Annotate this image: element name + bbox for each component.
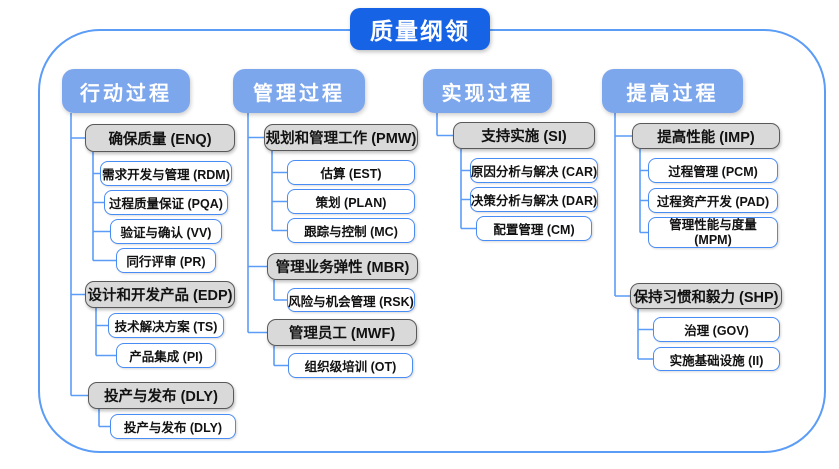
- leaf-pr: 同行评审 (PR): [116, 248, 216, 273]
- group-mwf: 管理员工 (MWF): [267, 319, 417, 346]
- leaf-gov: 治理 (GOV): [653, 317, 780, 342]
- group-enq: 确保质量 (ENQ): [85, 124, 235, 152]
- leaf-pi: 产品集成 (PI): [116, 343, 216, 368]
- leaf-ot: 组织级培训 (OT): [288, 353, 413, 378]
- column-header-management-process: 管理过程: [233, 69, 365, 113]
- leaf-mc: 跟踪与控制 (MC): [287, 218, 415, 243]
- leaf-plan: 策划 (PLAN): [287, 189, 415, 214]
- column-header-improvement-process: 提高过程: [602, 69, 743, 113]
- leaf-car: 原因分析与解决 (CAR): [470, 158, 598, 183]
- leaf-cm: 配置管理 (CM): [476, 216, 592, 241]
- group-mbr: 管理业务弹性 (MBR): [267, 253, 418, 280]
- leaf-pad: 过程资产开发 (PAD): [648, 188, 778, 213]
- leaf-rdm: 需求开发与管理 (RDM): [100, 161, 232, 186]
- group-si: 支持实施 (SI): [453, 122, 595, 149]
- group-pmw: 规划和管理工作 (PMW): [264, 124, 418, 151]
- group-edp: 设计和开发产品 (EDP): [85, 281, 235, 308]
- group-imp: 提高性能 (IMP): [632, 123, 780, 149]
- leaf-dar: 决策分析与解决 (DAR): [470, 187, 598, 212]
- column-header-action-process: 行动过程: [62, 69, 190, 113]
- leaf-vv: 验证与确认 (VV): [110, 219, 222, 244]
- leaf-pqa: 过程质量保证 (PQA): [104, 190, 228, 215]
- leaf-dly: 投产与发布 (DLY): [110, 414, 236, 439]
- group-dly: 投产与发布 (DLY): [88, 382, 234, 409]
- leaf-ts: 技术解决方案 (TS): [108, 313, 224, 338]
- leaf-est: 估算 (EST): [287, 160, 415, 185]
- leaf-mpm: 管理性能与度量 (MPM): [648, 217, 778, 248]
- column-header-implementation-process: 实现过程: [423, 69, 552, 113]
- leaf-ii: 实施基础设施 (II): [653, 347, 780, 371]
- leaf-rsk: 风险与机会管理 (RSK): [287, 288, 415, 312]
- leaf-pcm: 过程管理 (PCM): [648, 158, 778, 183]
- group-shp: 保持习惯和毅力 (SHP): [630, 283, 782, 309]
- diagram-title: 质量纲领: [350, 8, 490, 50]
